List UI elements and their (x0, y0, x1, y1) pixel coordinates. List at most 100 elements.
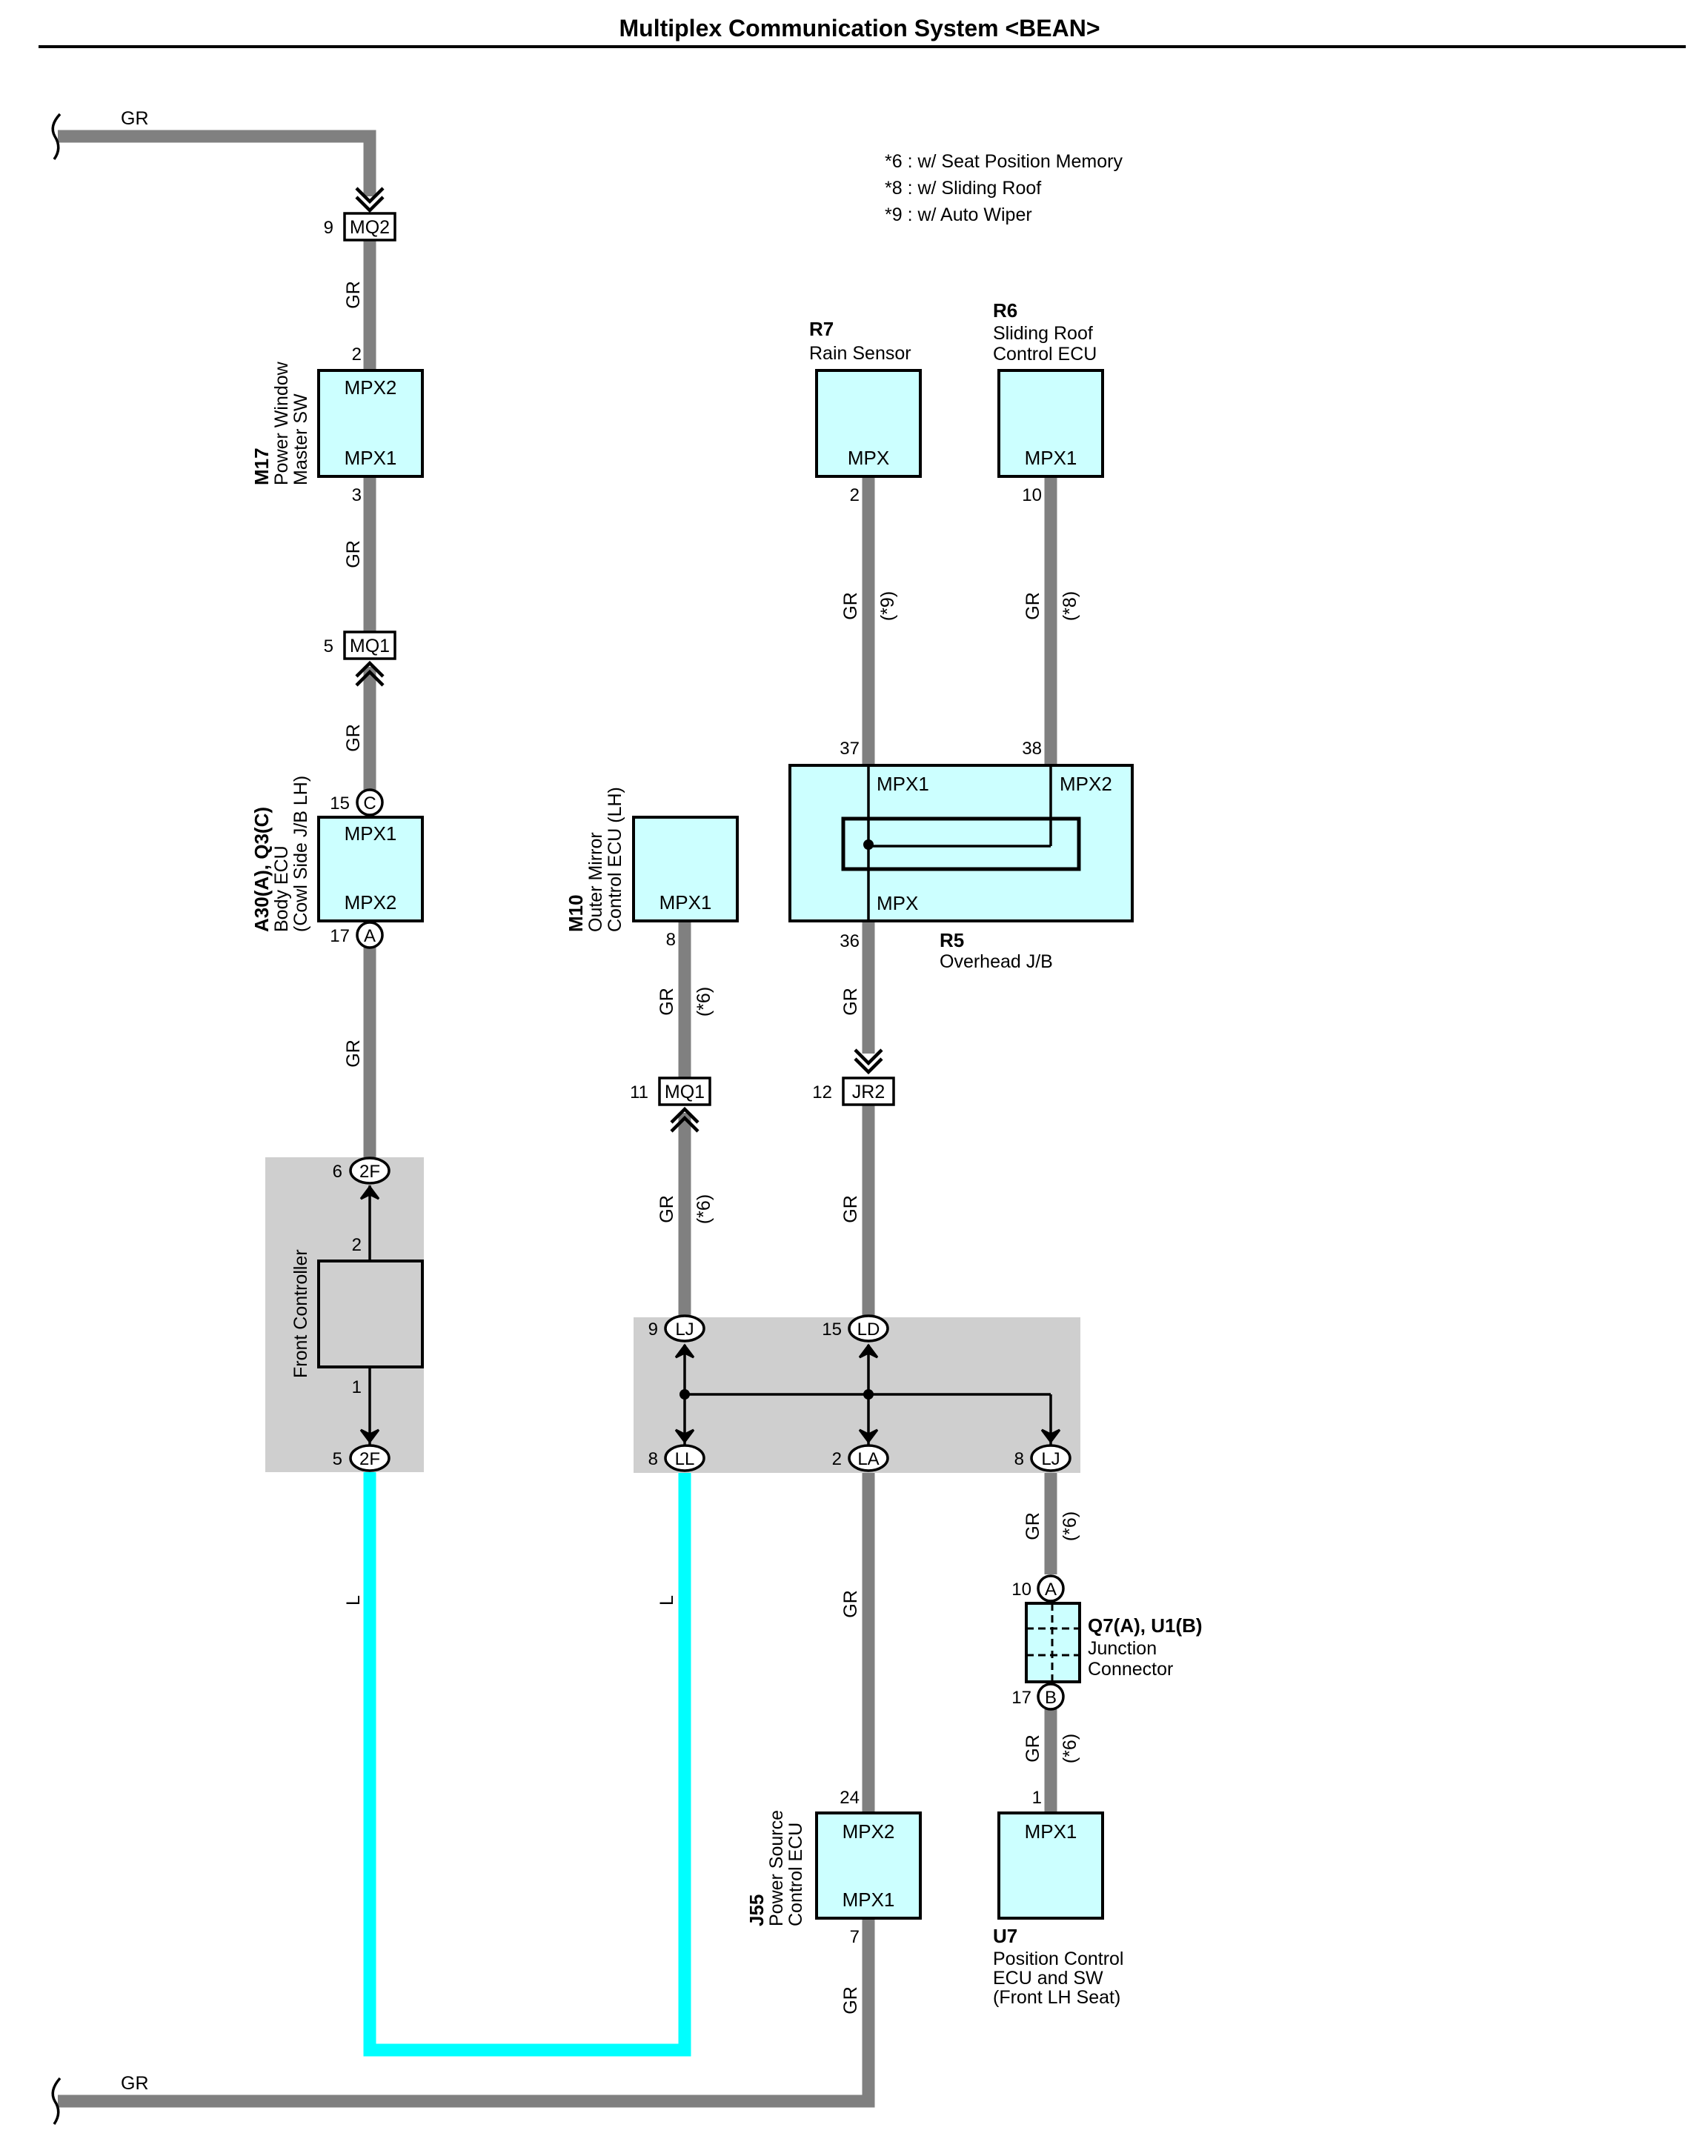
r7-rain-sensor: MPX 2 R7 Rain Sensor (809, 318, 922, 505)
svg-text:M17: M17 (250, 447, 273, 485)
connector-ll: LL (675, 1449, 695, 1469)
wire-label: GR (840, 1986, 861, 2014)
u7-position-control-ecu: MPX1 1 U7 Position Control ECU and SW (F… (993, 1788, 1123, 2008)
svg-text:15: 15 (822, 1320, 842, 1340)
wire-label: GR (840, 592, 861, 620)
wire-top-feed (58, 130, 376, 196)
svg-text:JR2: JR2 (852, 1082, 885, 1102)
svg-text:12: 12 (812, 1082, 832, 1102)
break-mark-top (51, 113, 62, 161)
svg-text:U7: U7 (993, 1925, 1017, 1947)
svg-text:Q7(A), U1(B): Q7(A), U1(B) (1088, 1614, 1203, 1637)
svg-text:Overhead J/B: Overhead J/B (940, 951, 1053, 972)
svg-text:MQ2: MQ2 (350, 217, 390, 238)
wire-label: L (657, 1595, 677, 1606)
option-label: (*6) (1060, 1511, 1080, 1541)
svg-text:Rain Sensor: Rain Sensor (809, 343, 911, 364)
svg-text:5: 5 (333, 1449, 342, 1469)
svg-text:1: 1 (1032, 1788, 1042, 1808)
option-label: (*6) (694, 1194, 714, 1224)
svg-text:2: 2 (352, 1235, 362, 1255)
wire-label: GR (657, 1195, 677, 1223)
front-controller: 2F 6 2F 5 2 1 Front Controller (265, 1157, 424, 1472)
svg-text:MPX2: MPX2 (843, 1820, 895, 1843)
r5-overhead-jb: MPX1 MPX2 MPX 37 38 36 R5 Overhead J/B (788, 739, 1134, 972)
junction-connector: A 10 B 17 Q7(A), U1(B) Junction Connecto… (1011, 1574, 1203, 1711)
svg-text:Body ECU: Body ECU (271, 845, 292, 932)
wire-label: GR (121, 108, 149, 129)
svg-text:Sliding Roof: Sliding Roof (993, 323, 1093, 344)
diagram-title: Multiplex Communication System <BEAN> (619, 15, 1100, 41)
wire-j55-bottom (58, 1917, 875, 2108)
svg-text:8: 8 (666, 930, 676, 950)
svg-text:2F: 2F (359, 1449, 380, 1469)
svg-text:6: 6 (333, 1162, 342, 1182)
svg-text:B: B (1045, 1688, 1057, 1708)
gr-wires (58, 130, 1057, 2108)
svg-text:8: 8 (1014, 1449, 1024, 1469)
svg-text:2: 2 (832, 1449, 842, 1469)
wire-label: GR (840, 1590, 861, 1618)
r6-sliding-roof-control-ecu: MPX1 10 R6 Sliding Roof Control ECU (993, 299, 1104, 505)
svg-text:15: 15 (330, 793, 350, 814)
wire-label: GR (840, 1195, 861, 1223)
wire-label: L (343, 1595, 364, 1606)
svg-text:MPX1: MPX1 (877, 773, 929, 795)
svg-text:R5: R5 (940, 929, 964, 951)
option-label: (*6) (1060, 1734, 1080, 1763)
svg-text:MPX1: MPX1 (1025, 1820, 1077, 1843)
svg-text:Control ECU (LH): Control ECU (LH) (605, 787, 625, 932)
junction-block: LJ 9 LD 15 LL 8 LA 2 LJ 8 (634, 1314, 1080, 1473)
connector-lj-top: LJ (675, 1320, 694, 1340)
svg-text:10: 10 (1022, 485, 1042, 505)
svg-text:5: 5 (324, 636, 333, 656)
wire-label: GR (1023, 1512, 1043, 1540)
body-ecu: MPX1 MPX2 C 15 A 17 A30(A), Q3(C) Body E… (250, 776, 424, 949)
svg-text:1: 1 (352, 1377, 362, 1397)
svg-text:11: 11 (630, 1082, 648, 1102)
svg-text:36: 36 (840, 931, 860, 951)
svg-text:Junction: Junction (1088, 1638, 1157, 1659)
wire-label: GR (1023, 592, 1043, 620)
l-wire-loop (363, 1471, 691, 2057)
connector-la: LA (857, 1449, 879, 1469)
svg-text:(Cowl Side J/B LH): (Cowl Side J/B LH) (290, 776, 311, 932)
svg-text:MPX1: MPX1 (659, 891, 712, 914)
connector-mq2: MQ2 9 (324, 187, 396, 242)
svg-text:A: A (364, 926, 376, 946)
svg-text:24: 24 (840, 1788, 860, 1808)
wire-label: GR (343, 1039, 364, 1068)
wire-label: GR (343, 281, 364, 309)
svg-text:MPX2: MPX2 (345, 891, 397, 914)
note-8: *8 : w/ Sliding Roof (885, 178, 1041, 199)
svg-text:R6: R6 (993, 299, 1017, 322)
connector-jr2: JR2 12 (812, 1048, 895, 1106)
connector-mq1-left: MQ1 5 (324, 631, 396, 687)
svg-text:38: 38 (1022, 739, 1042, 759)
svg-text:Outer Mirror: Outer Mirror (585, 832, 606, 932)
svg-text:MPX: MPX (877, 892, 918, 914)
option-label: (*6) (694, 987, 714, 1017)
svg-text:9: 9 (324, 218, 333, 238)
break-mark-bottom (51, 2077, 62, 2125)
note-9: *9 : w/ Auto Wiper (885, 204, 1032, 225)
svg-text:2F: 2F (359, 1162, 380, 1182)
svg-text:M10: M10 (565, 894, 587, 932)
svg-text:8: 8 (648, 1449, 658, 1469)
svg-text:Connector: Connector (1088, 1659, 1173, 1680)
svg-text:9: 9 (648, 1320, 658, 1340)
svg-text:MPX2: MPX2 (1060, 773, 1112, 795)
wire-label: GR (840, 988, 861, 1016)
svg-text:MPX1: MPX1 (1025, 447, 1077, 469)
svg-text:17: 17 (330, 926, 350, 946)
wire-label: GR (343, 540, 364, 568)
svg-text:10: 10 (1011, 1580, 1031, 1600)
svg-text:MPX: MPX (848, 447, 889, 469)
connector-mq1-mid: MQ1 11 (630, 1077, 711, 1133)
svg-text:3: 3 (352, 485, 362, 505)
svg-text:(Front LH Seat): (Front LH Seat) (993, 1987, 1120, 2008)
option-label: (*9) (877, 591, 898, 621)
svg-text:2: 2 (352, 345, 362, 365)
svg-text:MQ1: MQ1 (350, 636, 390, 656)
